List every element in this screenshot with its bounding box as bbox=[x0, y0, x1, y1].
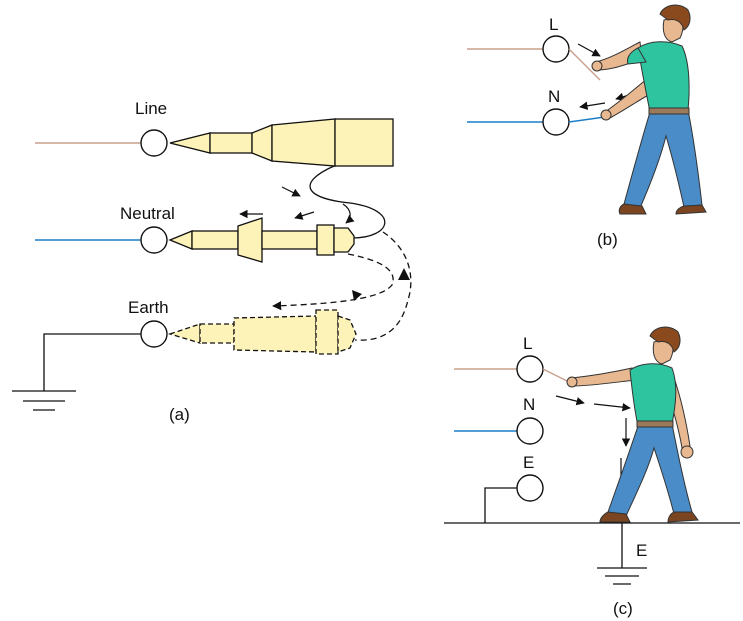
line-label: Line bbox=[135, 99, 167, 118]
l-label-c: L bbox=[523, 334, 532, 353]
earth-symbol-c bbox=[597, 567, 647, 585]
l-terminal-c bbox=[516, 355, 544, 383]
panel-c: L N E E bbox=[444, 326, 740, 618]
arrow-head bbox=[398, 268, 410, 280]
l-label-b: L bbox=[549, 15, 558, 34]
person-b bbox=[591, 4, 707, 215]
caption-c: (c) bbox=[613, 599, 633, 618]
earth-probe-dashed bbox=[167, 309, 357, 355]
line-probe bbox=[169, 118, 394, 167]
n-terminal-c bbox=[516, 417, 544, 445]
person-c bbox=[566, 326, 699, 523]
neutral-terminal bbox=[140, 226, 168, 254]
e-terminal-c bbox=[516, 474, 544, 502]
caption-b: (b) bbox=[597, 230, 618, 249]
caption-a: (a) bbox=[169, 405, 190, 424]
earth-terminal bbox=[140, 320, 168, 348]
dashed-current-paths bbox=[272, 231, 412, 341]
contact-wire-c bbox=[542, 368, 568, 382]
probe-lead bbox=[309, 165, 386, 239]
contact-wire-b bbox=[568, 48, 601, 81]
arrow-head bbox=[352, 290, 362, 301]
current-arrows-c bbox=[555, 395, 631, 493]
panel-a: Line Neutral bbox=[12, 99, 412, 424]
earth-symbol-a bbox=[12, 390, 76, 411]
earth-label: Earth bbox=[128, 298, 169, 317]
l-terminal-b bbox=[542, 35, 570, 63]
panel-b: L N (b) bbox=[467, 4, 707, 249]
n-label-c: N bbox=[523, 395, 535, 414]
neutral-label: Neutral bbox=[120, 204, 175, 223]
n-label-b: N bbox=[548, 87, 560, 106]
earth-wire-c bbox=[484, 487, 517, 523]
ground-label-c: E bbox=[636, 541, 647, 560]
line-terminal bbox=[140, 129, 168, 157]
earth-wire bbox=[43, 333, 141, 391]
e-label-c: E bbox=[523, 453, 534, 472]
current-arrows-a bbox=[239, 186, 355, 224]
n-terminal-b bbox=[542, 108, 570, 136]
neutral-probe bbox=[168, 217, 355, 263]
